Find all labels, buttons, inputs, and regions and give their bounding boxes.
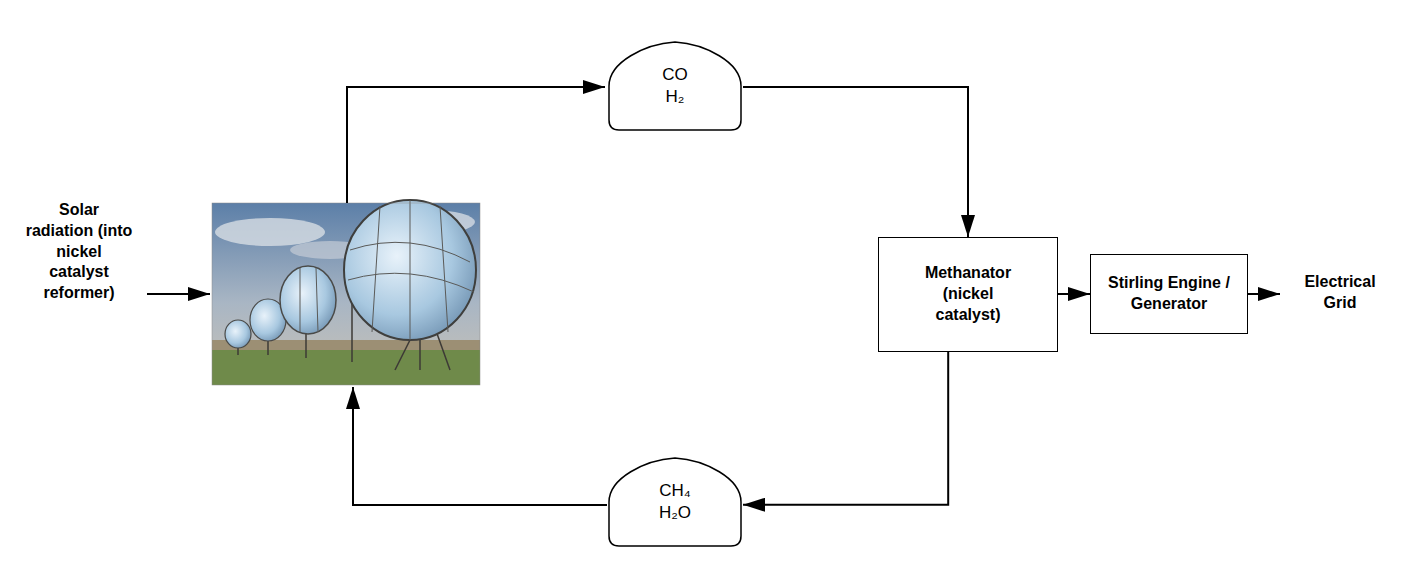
flow-arrow — [743, 352, 948, 505]
flow-arrow — [743, 87, 968, 237]
solar-input-arrow — [147, 293, 210, 295]
process-box: Stirling Engine / Generator — [1090, 254, 1248, 334]
box-label: Methanator (nickel catalyst) — [916, 263, 1020, 325]
tank-outline — [607, 40, 743, 132]
gas-tank: CO H₂ — [607, 40, 743, 132]
gas-formula: CH₄ H₂O — [654, 480, 696, 524]
flow-arrow — [1058, 293, 1090, 295]
box-label: Stirling Engine / Generator — [1098, 273, 1240, 315]
process-box: Methanator (nickel catalyst) — [878, 237, 1058, 352]
gas-formula: CO H₂ — [658, 64, 692, 108]
gas-tank: CH₄ H₂O — [607, 456, 743, 548]
tank-outline — [607, 456, 743, 548]
output-label: Electrical Grid — [1292, 272, 1388, 314]
solar-dish-photo — [212, 200, 480, 385]
reformer-output-line — [347, 87, 605, 203]
reformer-return-line — [353, 387, 607, 505]
input-label: Solar radiation (into nickel catalyst re… — [25, 200, 133, 304]
flow-lines — [147, 87, 1280, 505]
